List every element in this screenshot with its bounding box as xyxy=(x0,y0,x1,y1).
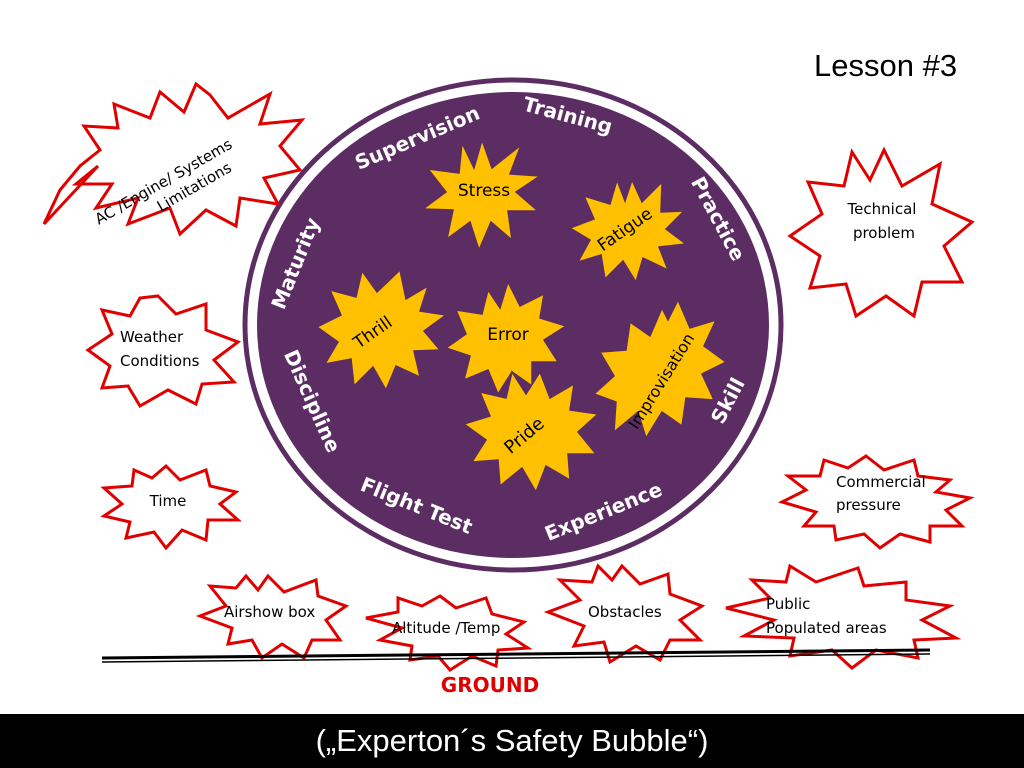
weather-label-2: Conditions xyxy=(120,352,200,370)
weather-label-1: Weather xyxy=(120,328,184,346)
ground-line xyxy=(101,648,931,663)
diagram-canvas: Supervision Training Practice Maturity D… xyxy=(42,77,975,672)
thrill-star xyxy=(315,268,448,392)
technical-label-1: Technical xyxy=(847,200,917,218)
commercial-label-1: Commercial xyxy=(836,473,926,491)
fatigue-star xyxy=(568,177,688,284)
public-label-2: Populated areas xyxy=(766,619,887,637)
technical-problem-star xyxy=(787,146,975,319)
airshow-box-label: Airshow box xyxy=(224,603,315,621)
improvisation-star xyxy=(592,298,728,440)
weather-star xyxy=(85,294,242,409)
error-label: Error xyxy=(487,325,528,345)
bubble-outer-ring xyxy=(242,77,784,573)
technical-label-2: problem xyxy=(853,224,915,242)
altitude-temp-star xyxy=(365,594,533,672)
lesson-title: Lesson #3 xyxy=(814,48,958,83)
obstacles-label: Obstacles xyxy=(588,603,662,621)
commercial-label-2: pressure xyxy=(836,496,901,514)
stress-star xyxy=(420,137,543,253)
commercial-star xyxy=(777,454,975,550)
external-threats xyxy=(42,81,975,672)
error-star xyxy=(444,279,568,396)
public-label-1: Public xyxy=(766,595,810,613)
inner-factors: Stress Fatigue Thrill Error Pride Improv… xyxy=(315,137,728,494)
time-star xyxy=(100,463,242,551)
footer-bar: („Experton´s Safety Bubble“) xyxy=(0,714,1024,768)
ground-label: GROUND xyxy=(440,673,540,697)
pride-star xyxy=(462,370,600,494)
obstacles-star xyxy=(543,563,706,665)
stress-label: Stress xyxy=(458,181,510,201)
altitude-temp-label: Altitude /Temp xyxy=(392,619,500,637)
airshow-box-star xyxy=(195,573,350,661)
ac-limitations-star xyxy=(42,81,306,237)
time-label: Time xyxy=(149,492,187,510)
footer-caption: („Experton´s Safety Bubble“) xyxy=(315,723,709,758)
